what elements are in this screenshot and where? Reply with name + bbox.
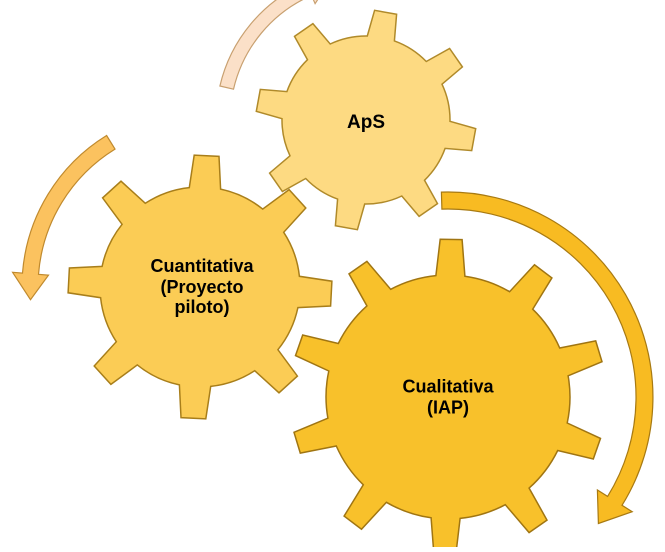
gear-label-cualitativa: Cualitativa (IAP) (402, 376, 494, 417)
arrow-cualitativa-icon (440, 191, 654, 525)
gear-label-cuantitativa: Cuantitativa (Proyecto piloto) (150, 255, 254, 318)
gear-cualitativa (293, 238, 603, 552)
gear-aps (255, 9, 477, 231)
gear-cuantitativa (67, 154, 333, 420)
arrow-aps-icon (219, 0, 319, 90)
gear-label-aps: ApS (347, 112, 385, 134)
arrow-cuantitativa-icon (11, 134, 116, 301)
